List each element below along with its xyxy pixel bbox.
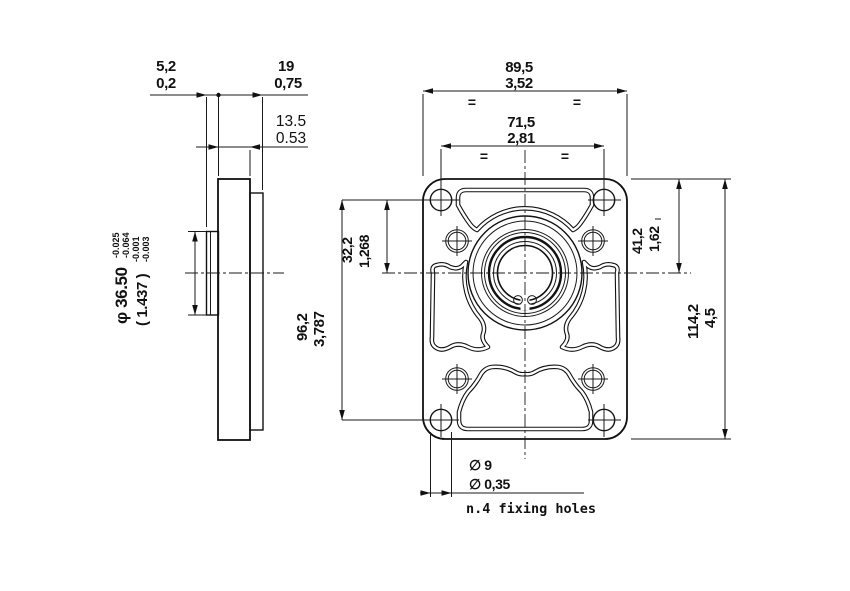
- pump-body-profile: [249, 192, 264, 431]
- dim-top-to-center: 41,2 1,62: [629, 178, 731, 273]
- pilot-dia-inch-tol-lower: -0.003: [141, 236, 151, 262]
- symmetry-mark: =: [468, 94, 476, 110]
- arrowhead: [192, 231, 198, 242]
- arrowhead: [384, 263, 390, 273]
- arrowhead: [594, 143, 604, 149]
- pilot-diameter-dimension: φ 36.50 -0.025 -0.064 ( 1.437 ) -0.001 -…: [111, 231, 206, 326]
- dim-13-5-inch: 0.53: [276, 130, 306, 147]
- dim-114-2-mm: 114,2: [685, 304, 702, 339]
- side-top-dimensions: 5,2 0,2 19 0,75 13.5 0.53: [150, 58, 308, 227]
- dim-hole-spacing-h: 71,5 2,81 = =: [441, 114, 604, 164]
- cast-pocket-contours: [429, 187, 621, 432]
- hole-dia-mm: ∅ 9: [469, 457, 492, 473]
- arrowhead: [441, 143, 451, 149]
- dim-71-5-inch: 2,81: [507, 130, 535, 147]
- dim-width: 89,5 3,52 = =: [422, 59, 628, 176]
- arrowhead: [617, 88, 627, 94]
- pilot-dia-inch: ( 1.437 ): [134, 273, 151, 326]
- dim-13-5-mm: 13.5: [276, 113, 306, 130]
- dim-center-to-hole: 32,2 1,268: [339, 200, 390, 273]
- arrowhead: [252, 92, 263, 98]
- dim-fixing-hole-diameter: ∅ 9 ∅ 0,35 n.4 fixing holes: [420, 432, 596, 517]
- dim-96-2-mm: 96,2: [294, 313, 311, 341]
- snap-ring-ear-right: [527, 295, 537, 305]
- arrowhead: [339, 200, 345, 210]
- arrowhead: [423, 88, 433, 94]
- left-pocket: [429, 259, 491, 352]
- dim-71-5-mm: 71,5: [507, 114, 535, 131]
- right-pocket: [559, 259, 621, 352]
- dim-5-2-mm: 5,2: [156, 58, 176, 75]
- dim-89-5-mm: 89,5: [505, 59, 533, 76]
- pilot-dia-inch-tol-upper: -0.001: [131, 236, 141, 262]
- arrowhead: [722, 179, 728, 189]
- fixing-holes-note: n.4 fixing holes: [466, 501, 596, 517]
- symmetry-mark: =: [573, 94, 581, 110]
- pilot-dia-mm-tol-upper: -0.025: [111, 232, 121, 258]
- dim-41-2-mm: 41,2: [629, 228, 645, 254]
- symmetry-mark: =: [561, 148, 569, 164]
- pilot-dia-mm: φ 36.50: [112, 267, 131, 324]
- arrowhead: [208, 144, 219, 150]
- arrowhead: [676, 263, 682, 273]
- dim-height: 114,2 4,5: [631, 179, 731, 440]
- arrowhead: [420, 490, 431, 496]
- arrowhead: [196, 92, 207, 98]
- hole-dia-inch: ∅ 0,35: [469, 476, 511, 492]
- dim-89-5-inch: 3,52: [505, 75, 533, 92]
- dim-114-2-inch: 4,5: [702, 308, 719, 328]
- side-view: 5,2 0,2 19 0,75 13.5 0.53 φ 36.50 -0.025…: [111, 58, 308, 441]
- arrowhead: [192, 305, 198, 315]
- side-view-body-shapes: [185, 178, 284, 441]
- dim-19-mm: 19: [278, 58, 294, 75]
- centerlines: [342, 149, 691, 459]
- front-view: 89,5 3,52 = = 71,5 2,81 = = 32,2 1,268: [294, 59, 731, 517]
- snap-ring-ear-left: [513, 295, 523, 305]
- dim-5-2-inch: 0,2: [156, 75, 176, 92]
- arrowhead: [722, 429, 728, 439]
- dim-32-2-mm: 32,2: [339, 237, 355, 263]
- arrowhead: [250, 144, 260, 150]
- symmetry-mark: =: [480, 148, 488, 164]
- dim-32-2-inch: 1,268: [356, 234, 372, 268]
- dim-41-2-inch: 1,62: [646, 226, 662, 252]
- arrowhead: [384, 200, 390, 210]
- flange-plate-profile: [217, 178, 251, 441]
- dim-96-2-inch: 3,787: [311, 311, 328, 347]
- pilot-dia-mm-tol-lower: -0.064: [121, 232, 131, 258]
- dim-dot: [216, 92, 221, 98]
- arrowhead: [441, 490, 452, 496]
- arrowhead: [339, 410, 345, 420]
- dim-19-inch: 0,75: [274, 75, 302, 92]
- dim-hole-spacing-v: 96,2 3,787: [294, 200, 345, 420]
- snap-ring-gap: [520, 295, 530, 310]
- arrowhead: [676, 179, 682, 189]
